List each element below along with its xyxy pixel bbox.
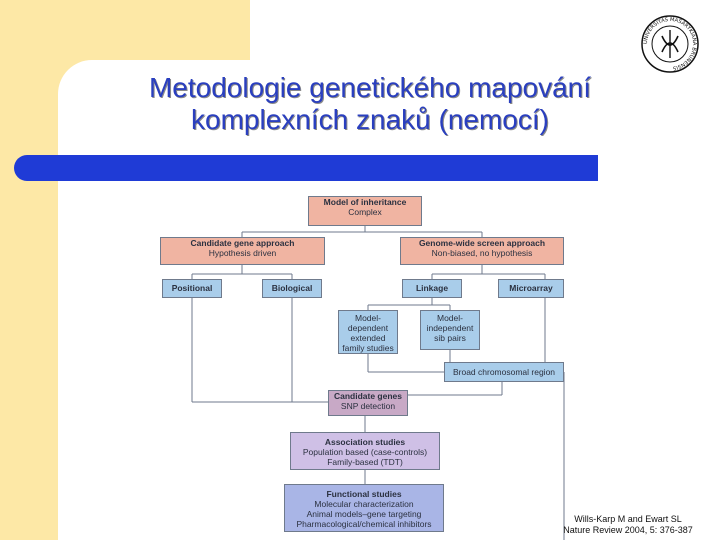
slide-title: Metodologie genetického mapování komplex… <box>70 72 670 136</box>
diagram-connectors <box>191 226 565 540</box>
box-model-independent: Model-independent sib pairs <box>420 310 480 350</box>
citation-authors: Wills-Karp M and Ewart SL <box>574 514 682 524</box>
box-model-dependent: Model-dependent extended family studies <box>338 310 398 354</box>
citation: Wills-Karp M and Ewart SL Nature Review … <box>548 514 708 536</box>
box-broad-chromosomal-region: Broad chromosomal region <box>444 362 564 382</box>
title-line-1: Metodologie genetického mapování <box>148 72 592 103</box>
box-candidate-genes: Candidate genes SNP detection <box>328 390 408 416</box>
mapping-diagram: Model of inheritance Complex Candidate g… <box>150 190 580 540</box>
title-line-2: komplexních znaků (nemocí) <box>191 104 549 135</box>
university-seal-icon: UNIVERSITAS MASARYKIANA BRUNENSIS <box>641 15 699 73</box>
box-positional: Positional <box>162 279 222 298</box>
box-biological: Biological <box>262 279 322 298</box>
box-linkage: Linkage <box>402 279 462 298</box>
title-underline-bar <box>14 155 598 181</box>
box-genome-wide-screen: Genome-wide screen approach Non-biased, … <box>400 237 564 265</box>
citation-source: Nature Review 2004, 5: 376-387 <box>563 525 693 535</box>
box-functional-studies: Functional studies Molecular characteriz… <box>284 484 444 532</box>
box-microarray: Microarray <box>498 279 564 298</box>
box-candidate-gene-approach: Candidate gene approach Hypothesis drive… <box>160 237 325 265</box>
box-association-studies: Association studies Population based (ca… <box>290 432 440 470</box>
box-model-of-inheritance: Model of inheritance Complex <box>308 196 422 226</box>
